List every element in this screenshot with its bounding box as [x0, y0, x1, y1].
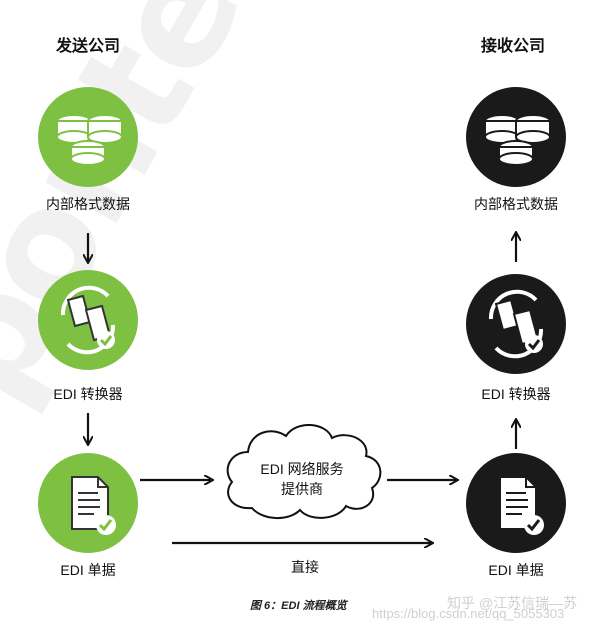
direct-label: 直接 [291, 559, 319, 575]
sender-document-label: EDI 单据 [60, 562, 116, 578]
cloud-label-line1: EDI 网络服务 [260, 461, 344, 477]
receiver-title: 接收公司 [481, 38, 546, 55]
figure-caption: 图 6：EDI 流程概览 [250, 600, 347, 612]
cloud-label-line2: 提供商 [281, 481, 323, 497]
cloud-shape [226, 423, 382, 519]
database-icon [484, 114, 551, 166]
sender-converter-node [38, 270, 138, 370]
source-credit: 知乎 @江苏信瑞—苏 [447, 595, 578, 611]
sender-internal-node [38, 87, 138, 187]
receiver-internal-label: 内部格式数据 [474, 196, 558, 212]
sender-converter-label: EDI 转换器 [53, 386, 123, 402]
document-check-icon [71, 476, 116, 535]
document-convert-icon [60, 285, 116, 355]
document-check-icon [499, 476, 544, 535]
source-url: https://blog.csdn.net/qq_5055303 [372, 606, 565, 621]
sender-document-node [38, 453, 138, 553]
receiver-document-label: EDI 单据 [488, 562, 544, 578]
sender-title: 发送公司 [56, 38, 121, 55]
document-convert-icon [488, 289, 544, 359]
database-icon [56, 114, 123, 166]
sender-internal-label: 内部格式数据 [46, 196, 130, 212]
receiver-internal-node [466, 87, 566, 187]
receiver-converter-node [466, 274, 566, 374]
receiver-document-node [466, 453, 566, 553]
receiver-converter-label: EDI 转换器 [481, 386, 551, 402]
